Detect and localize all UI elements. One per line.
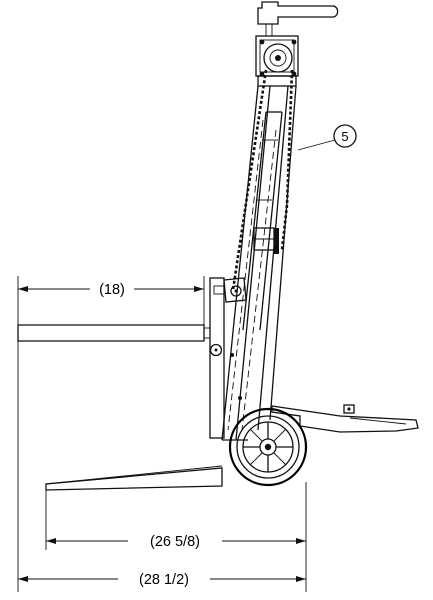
- dimension-fork-length-label: (18): [99, 282, 125, 298]
- top-sprocket-head: [255, 35, 299, 87]
- dimension-base-length-label: (26 5/8): [150, 534, 200, 550]
- raised-fork: [17, 324, 210, 342]
- lift-chain: [231, 69, 294, 291]
- fork-carriage: [209, 277, 247, 439]
- dimension-overall-length: (28 1/2): [18, 572, 306, 588]
- callout-5-label: 5: [341, 129, 348, 144]
- dimension-fork-length: (18): [18, 282, 204, 298]
- rear-leg: [222, 404, 419, 441]
- callout-5: 5: [297, 124, 357, 151]
- wheel: [228, 407, 308, 487]
- dimension-base-length: (26 5/8): [46, 534, 306, 550]
- mast: [221, 85, 297, 441]
- top-handle: [257, 1, 339, 36]
- dimension-overall-length-label: (28 1/2): [139, 572, 189, 588]
- extension-lines: [17, 276, 307, 592]
- lowered-fork: [45, 465, 223, 491]
